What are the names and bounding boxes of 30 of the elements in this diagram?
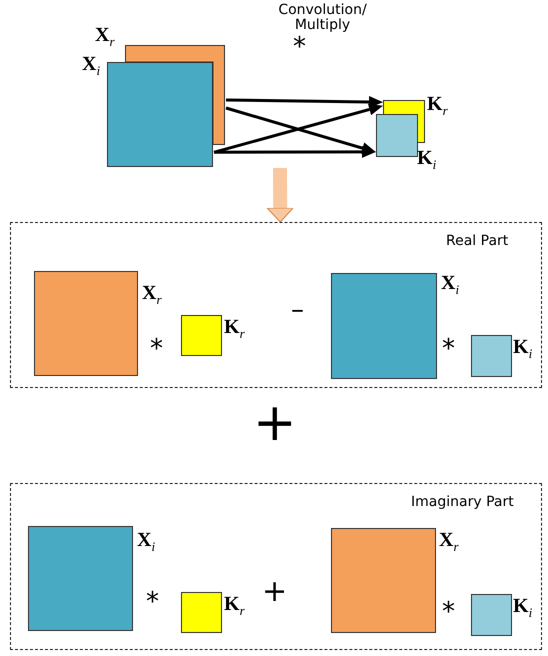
panel-title: Real Part (446, 233, 508, 249)
arrow (226, 106, 376, 154)
matrix-label: X$_{i}$ (137, 530, 156, 556)
matrix-label: X$_{r}$ (142, 283, 162, 309)
plus-sign: + (253, 395, 297, 452)
convolution-symbol: * (150, 335, 163, 364)
convolution-symbol: * (442, 598, 455, 627)
matrix-label: X$_{i}$ (82, 54, 100, 80)
convolution-symbol: * (146, 588, 159, 617)
plus-sign: + (262, 575, 288, 608)
dashed-panel (10, 222, 542, 388)
matrix-label: K$_{i}$ (513, 337, 532, 363)
dashed-panel (10, 483, 542, 650)
minus-sign: – (291, 296, 304, 325)
operation-label: Convolution/ Multiply (277, 3, 368, 34)
panel-title: Imaginary Part (411, 494, 514, 510)
arrow (214, 104, 383, 154)
matrix-label: X$_{r}$ (95, 25, 115, 51)
convolution-symbol: * (442, 335, 455, 364)
convolution-symbol: * (293, 33, 306, 62)
matrix-label: K$_{i}$ (513, 596, 532, 622)
matrix-label: K$_{r}$ (224, 317, 245, 343)
matrix-label: X$_{i}$ (441, 273, 460, 299)
arrow (214, 146, 376, 158)
matrix-label: K$_{r}$ (224, 594, 245, 620)
arrow (266, 168, 294, 222)
matrix-label: K$_{i}$ (417, 148, 436, 174)
arrow (226, 96, 383, 108)
matrix-label: K$_{r}$ (427, 94, 448, 120)
matrix-label: X$_{r}$ (439, 530, 459, 556)
